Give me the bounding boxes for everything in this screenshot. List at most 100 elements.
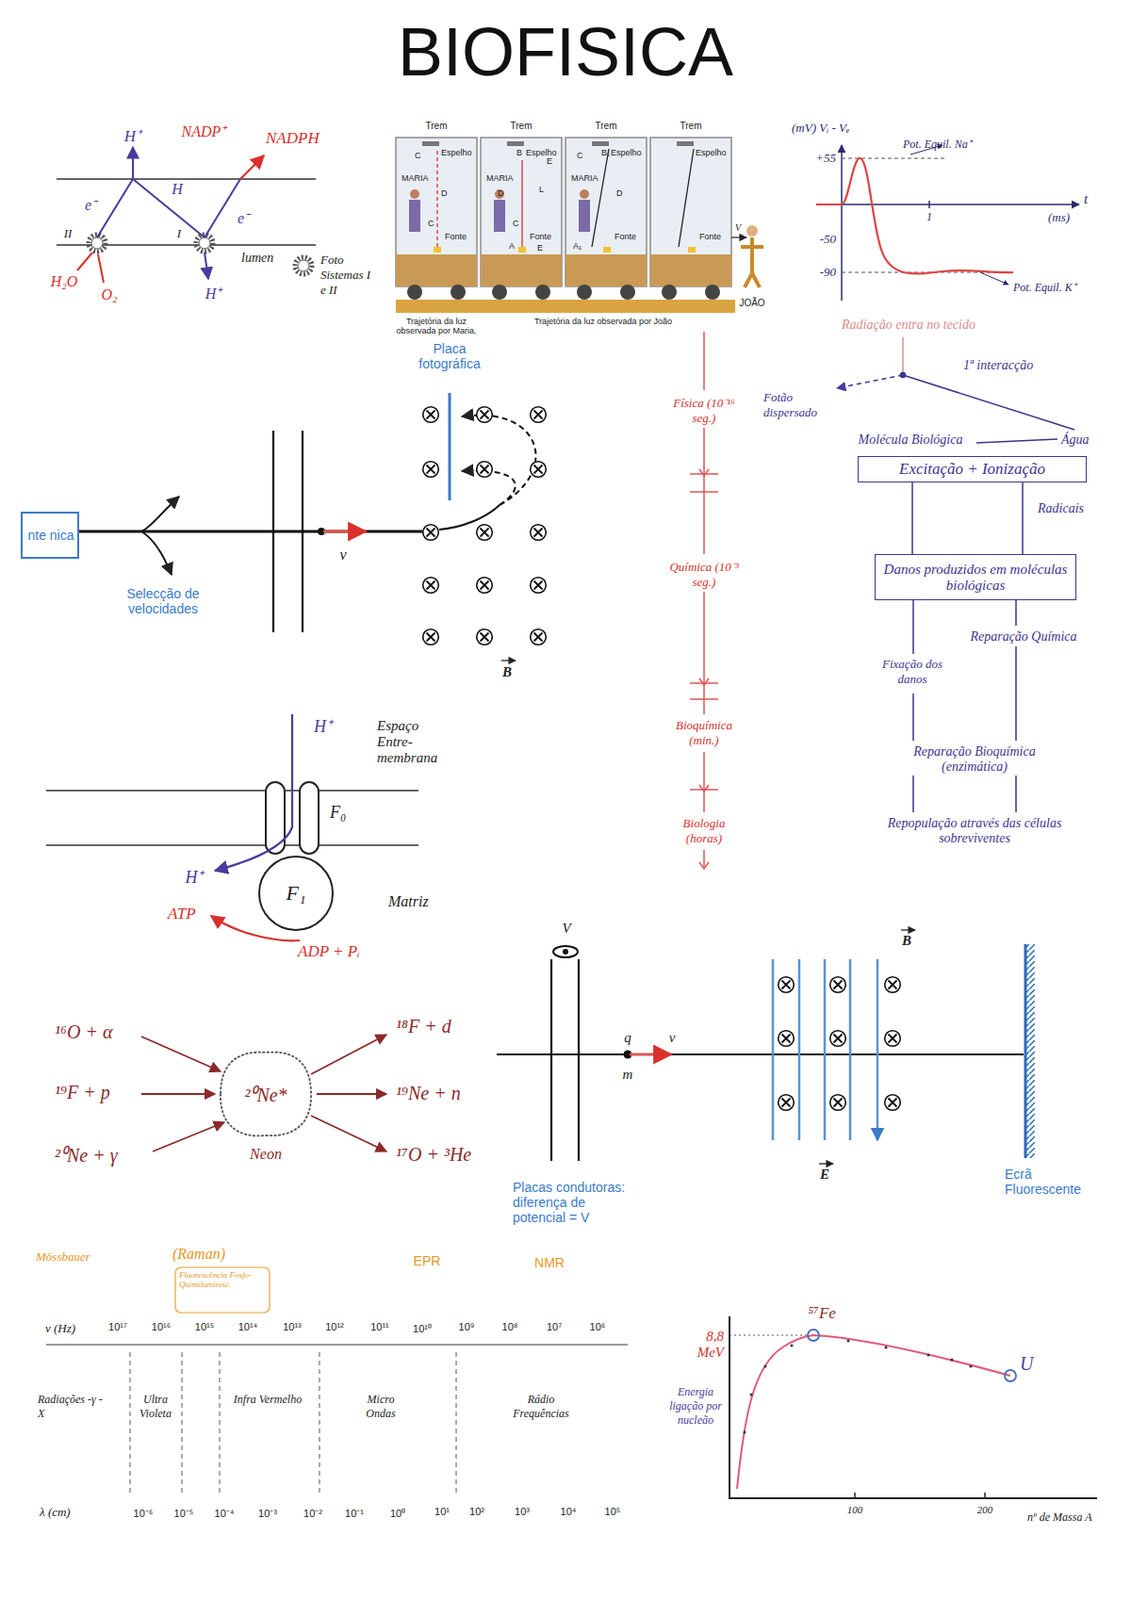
annotation-label: Trem	[595, 120, 618, 132]
annotation-label: -90	[819, 264, 836, 280]
field-into-page-symbol	[778, 1031, 795, 1048]
annotation-label: V	[561, 920, 571, 937]
annotation-label: e⁻	[84, 194, 97, 215]
field-into-page-symbol	[530, 629, 547, 646]
annotation-label: Radicais	[1037, 501, 1084, 517]
page-title: BIOFISICA	[397, 13, 734, 91]
annotation-label: Fluorescência Fosfo- Quimiluminisc.	[179, 1270, 266, 1290]
annotation-label: E	[537, 243, 543, 253]
annotation-label: Infra Vermelho	[229, 1393, 306, 1408]
annotation-label: Espelho	[441, 147, 473, 158]
f1-head-circle: F₁	[258, 855, 334, 932]
annotation-label: H⁺	[185, 865, 204, 888]
annotation-label: MARIA	[571, 173, 599, 183]
annotation-label: ¹⁹Ne + n	[395, 1082, 461, 1105]
annotation-label: Energia ligação por nucleão	[665, 1385, 726, 1428]
annotation-label: 10⁻⁴	[214, 1506, 235, 1521]
annotation-label: Trajetória da luz observada por João	[534, 316, 673, 327]
annotation-label: Trem	[426, 120, 448, 132]
annotation-label: E	[546, 156, 553, 166]
annotation-label: Radiação entra no tecido	[839, 317, 978, 333]
annotation-label: 100	[847, 1504, 864, 1516]
field-into-page-symbol	[423, 577, 440, 594]
annotation-label: 1	[926, 210, 933, 225]
annotation-label: C	[576, 150, 584, 161]
field-into-page-symbol	[476, 629, 493, 646]
annotation-label: Fotão dispersado	[763, 390, 832, 421]
field-into-page-symbol	[830, 1095, 847, 1112]
annotation-label: -50	[819, 231, 836, 247]
annotation-label: C	[512, 218, 520, 229]
annotation-label: ADP + Pᵢ	[297, 942, 361, 962]
annotation-label: Placas condutoras: diferença de potencia…	[512, 1180, 636, 1226]
annotation-label: H⁺	[124, 124, 142, 147]
annotation-label: D	[616, 188, 623, 198]
train-carriage	[395, 137, 477, 300]
annotation-label: 1ª interacção	[963, 358, 1033, 374]
annotation-label: E	[819, 1166, 830, 1183]
annotation-label: NMR	[534, 1255, 565, 1271]
velocity-filter	[496, 930, 1035, 1164]
annotation-label: Ecrã Fluorescente	[1004, 1166, 1099, 1197]
blob-path	[220, 1052, 312, 1137]
field-into-page-symbol	[423, 407, 440, 424]
annotation-label: Biologia (horas)	[664, 816, 744, 847]
annotation-label: B₁	[601, 147, 610, 158]
annotation-label: Placa fotográfica	[411, 341, 488, 372]
em-spectrum	[46, 1267, 628, 1494]
field-into-page-symbol	[530, 577, 547, 594]
annotation-label: 10⁻⁵	[174, 1506, 195, 1521]
annotation-label: Espelho	[525, 147, 558, 158]
annotation-label: Espaço Entre-membrana	[377, 718, 453, 767]
field-into-page-symbol	[830, 977, 847, 994]
field-into-page-symbol	[885, 1095, 902, 1112]
annotation-label: V	[735, 222, 741, 233]
annotation-label: EPR	[413, 1253, 442, 1269]
annotation-label: 10¹⁷	[108, 1321, 128, 1333]
annotation-label: Fonte	[614, 231, 637, 242]
annotation-label: Espelho	[610, 147, 642, 158]
annotation-label: II	[64, 226, 73, 242]
train-carriage	[565, 137, 647, 300]
annotation-label: m	[622, 1066, 634, 1083]
annotation-label: 10¹⁴	[238, 1321, 259, 1333]
field-into-page-symbol	[530, 407, 547, 424]
annotation-label: B	[516, 147, 523, 158]
annotation-label: C	[427, 218, 435, 229]
field-into-page-symbol	[885, 977, 902, 994]
annotation-label: 10¹	[434, 1506, 450, 1518]
annotation-label: Foto Sistemas I e II	[320, 252, 379, 298]
annotation-label: Água	[1061, 432, 1090, 448]
annotation-label: Fonte	[529, 231, 552, 242]
annotation-label: +55	[815, 150, 836, 166]
annotation-label: H	[171, 180, 183, 198]
flow-connector	[911, 482, 914, 555]
annotation-label: Trem	[680, 120, 703, 132]
field-into-page-symbol	[476, 577, 493, 594]
annotation-label: Bioquímica (min.)	[664, 718, 744, 749]
annotation-label: Física (10⁻¹⁶ seg.)	[664, 393, 744, 427]
annotation-label: 10¹⁵	[195, 1321, 214, 1333]
annotation-label: v	[339, 546, 346, 564]
annotation-label: I	[177, 226, 181, 242]
annotation-label: 10¹¹	[370, 1321, 390, 1333]
annotation-label: 10⁴	[560, 1506, 577, 1518]
annotation-label: 10⁰	[390, 1506, 406, 1521]
annotation-label: q	[623, 1030, 632, 1047]
field-into-page-symbol	[778, 1095, 795, 1112]
annotation-label: Reparação Bioquímica (enzimática)	[892, 744, 1058, 775]
annotation-label: t	[1083, 191, 1088, 208]
action-potential-graph	[816, 145, 1080, 301]
annotation-label: (mV) Vᵢ - Vₑ	[791, 120, 850, 136]
node-text: nte nica	[27, 527, 74, 543]
annotation-label: NADP⁺	[181, 120, 227, 142]
node-text: ²⁰Ne*	[244, 1081, 287, 1108]
annotation-label: (ms)	[1048, 210, 1070, 226]
annotation-label: H₂O	[50, 273, 79, 291]
annotation-label: 10¹⁶	[151, 1321, 171, 1333]
annotation-label: e⁻	[237, 207, 249, 229]
annotation-label: Reparação Química	[967, 629, 1079, 645]
annotation-label: Matriz	[388, 893, 429, 911]
annotation-label: A₁	[573, 241, 582, 251]
